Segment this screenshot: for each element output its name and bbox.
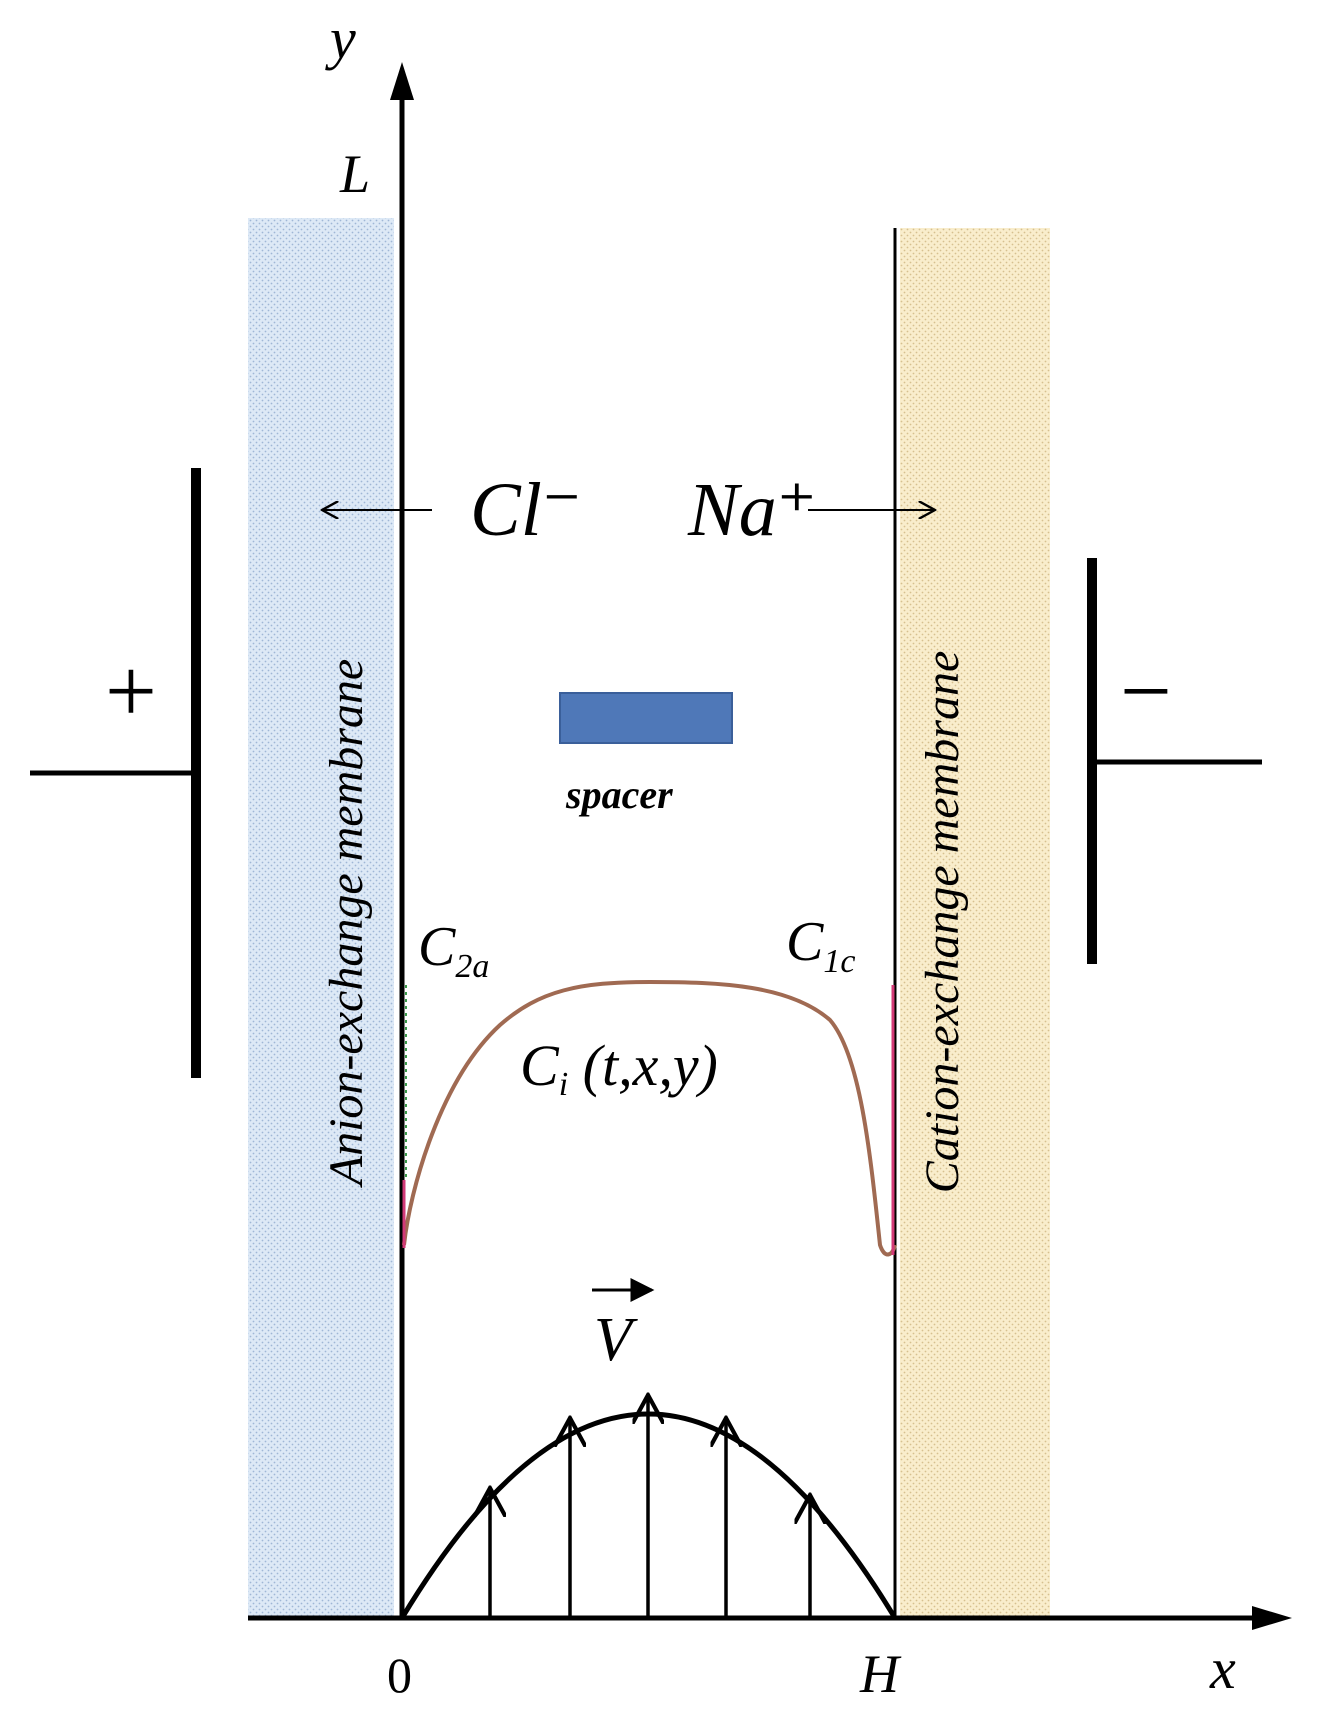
velocity-arrows — [490, 1395, 810, 1618]
negative-sign: − — [1120, 640, 1172, 742]
spacer-label: spacer — [565, 772, 673, 817]
x-axis-label: x — [1209, 1636, 1236, 1701]
y-axis-label: y — [325, 6, 356, 71]
c1c-label: C1c — [786, 911, 855, 980]
x-origin-label: 0 — [387, 1647, 412, 1703]
y-axis-top-label-L: L — [339, 144, 370, 204]
c2a-label: C2a — [418, 916, 489, 985]
x-end-label-H: H — [859, 1644, 902, 1704]
anion-exchange-membrane — [248, 218, 394, 1618]
velocity-label: V — [594, 1306, 638, 1374]
positive-sign: + — [105, 640, 157, 742]
x-axis-arrowhead — [1252, 1606, 1292, 1630]
spacer-block — [559, 692, 733, 744]
cation-membrane-label: Cation-exchange membrane — [916, 651, 969, 1194]
ci-function-label: Ci (t,x,y) — [520, 1033, 718, 1103]
anion-membrane-label: Anion-exchange membrane — [320, 659, 373, 1188]
concentration-profile-curve — [402, 979, 897, 1257]
cation-exchange-membrane — [900, 228, 1050, 1618]
y-axis-arrowhead — [390, 62, 414, 100]
sodium-ion-label: Na⁺ — [687, 468, 817, 552]
chloride-ion-label: Cl⁻ — [470, 468, 582, 552]
